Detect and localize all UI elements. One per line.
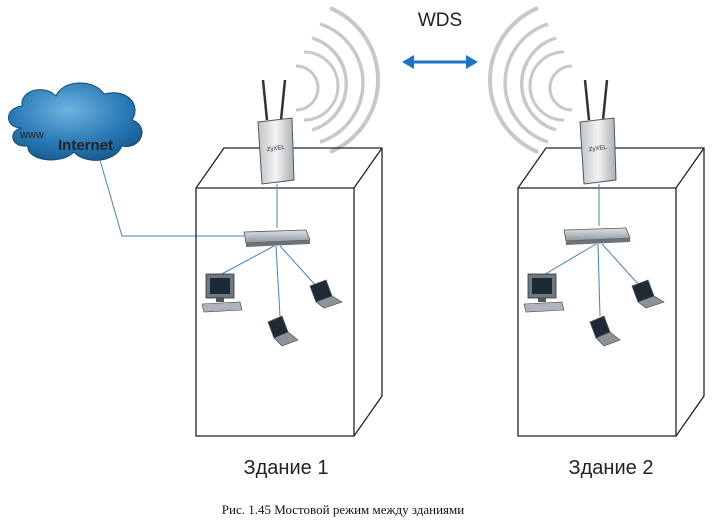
desktop-computer-icon [523, 273, 565, 313]
internet-cloud-icon: www Internet [8, 82, 143, 161]
building-2 [517, 147, 705, 437]
access-point-brand: ZyXEL [267, 145, 286, 154]
internet-label: Internet [58, 137, 113, 154]
laptop-icon [631, 279, 665, 309]
access-point-brand: ZyXEL [589, 145, 608, 154]
internet-uplink-cable [99, 159, 244, 237]
building-2-label: Здание 2 [569, 457, 654, 479]
radio-waves-icon [488, 6, 573, 154]
building-1 [195, 147, 383, 437]
network-switch-icon [563, 227, 631, 245]
laptop-icon [267, 315, 299, 347]
figure-caption: Рис. 1.45 Мостовой режим между зданиями [222, 502, 464, 517]
client-cables [217, 245, 319, 317]
wds-label: WDS [418, 10, 462, 31]
radio-waves-icon [295, 6, 380, 154]
wds-double-arrow [402, 55, 478, 69]
laptop-icon [309, 279, 343, 309]
network-switch-icon [243, 229, 311, 247]
access-point-icon: ZyXEL [257, 79, 295, 185]
access-point-icon: ZyXEL [579, 79, 617, 185]
client-cables [541, 243, 641, 317]
laptop-icon [589, 315, 621, 347]
desktop-computer-icon [201, 273, 243, 313]
internet-prefix: www [19, 129, 44, 141]
building-1-label: Здание 1 [244, 457, 329, 479]
